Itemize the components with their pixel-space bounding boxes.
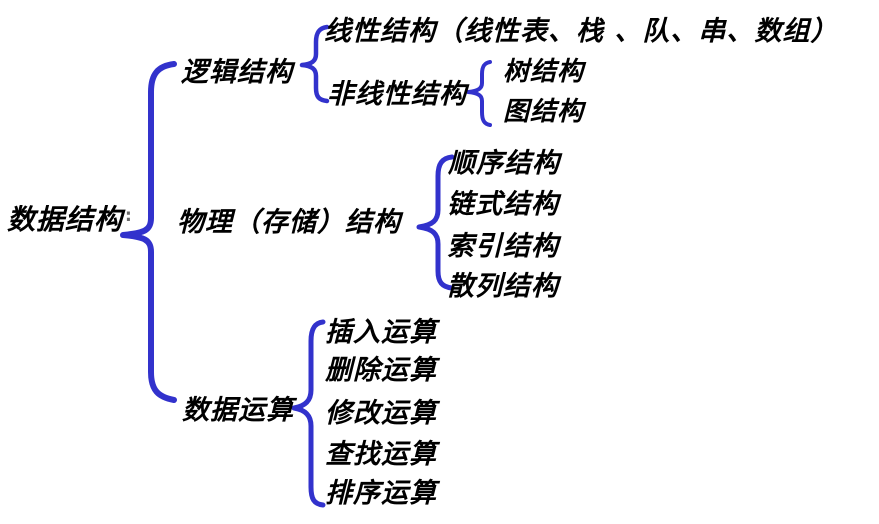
node-insert-operation: 插入运算 xyxy=(325,317,437,348)
node-physical-structure: 物理（存储）结构 xyxy=(177,207,401,238)
nonlinear-children-brace xyxy=(466,60,492,127)
node-sequential-structure: 顺序结构 xyxy=(448,148,560,179)
node-delete-operation: 删除运算 xyxy=(325,355,437,386)
node-data-operations: 数据运算 xyxy=(182,395,294,426)
node-modify-operation: 修改运算 xyxy=(325,398,437,429)
node-data-structure: 数据结构 xyxy=(7,203,124,236)
node-nonlinear-structure: 非线性结构 xyxy=(327,79,467,110)
logical-children-brace xyxy=(299,24,330,104)
operations-children-brace xyxy=(291,319,326,508)
node-index-structure: 索引结构 xyxy=(447,231,559,262)
node-search-operation: 查找运算 xyxy=(325,439,437,470)
node-hash-structure: 散列结构 xyxy=(447,271,559,302)
node-sort-operation: 排序运算 xyxy=(325,478,437,509)
root-brace xyxy=(120,61,177,403)
node-tree-structure: 树结构 xyxy=(503,57,585,87)
node-logical-structure: 逻辑结构 xyxy=(181,57,293,88)
node-graph-structure: 图结构 xyxy=(503,97,585,127)
physical-children-brace xyxy=(416,154,455,291)
node-linked-structure: 链式结构 xyxy=(447,189,559,220)
root-colon: : xyxy=(125,206,132,226)
node-linear-structure: 线性结构（线性表、栈 、队、串、数组） xyxy=(324,16,839,47)
